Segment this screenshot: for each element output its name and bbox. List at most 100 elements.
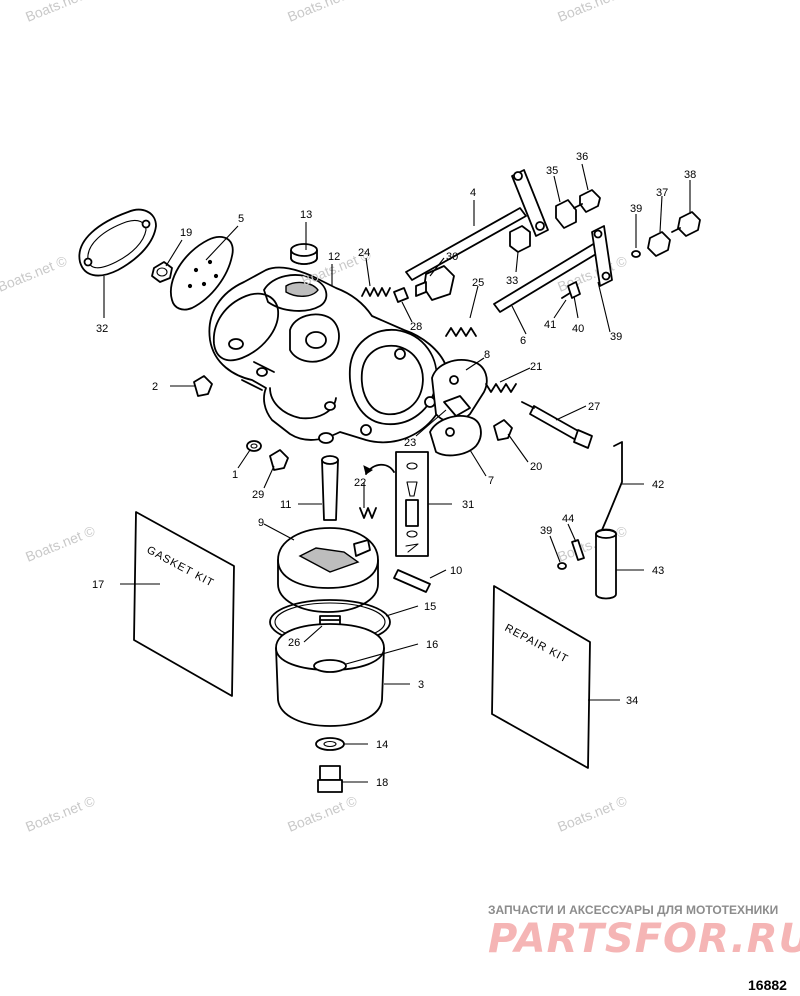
part-11-jet-tube [321,455,339,521]
part-23-bracket [443,395,471,417]
callout-30: 30 [446,251,458,263]
part-37-fitting [647,231,671,257]
document-number: 16882 [748,977,787,993]
part-5-diaphragm [170,235,234,311]
part-7-lever-plate [429,415,482,457]
callout-33: 33 [506,275,518,287]
part-9-float [277,527,379,613]
part-19-screw [151,261,173,283]
callout-15: 15 [424,601,436,613]
callout-35: 35 [546,165,558,177]
brand-subtitle: ЗАПЧАСТИ И АКСЕССУАРЫ ДЛЯ МОТОТЕХНИКИ [488,903,778,917]
callout-31: 31 [462,499,474,511]
callout-40: 40 [572,323,584,335]
part-10-pin [393,569,431,593]
part-39-washer [631,250,641,258]
callout-21: 21 [530,361,542,373]
callout-39: 39 [630,203,642,215]
callout-3: 3 [418,679,424,691]
callout-10: 10 [450,565,462,577]
part-3-float-bowl [275,623,385,727]
callout-32: 32 [96,323,108,335]
callout-38: 38 [684,169,696,181]
part-34-repair-kit: REPAIR KIT [491,585,591,769]
part-6-choke-shaft [493,225,613,313]
callout-19: 19 [180,227,192,239]
callout-37: 37 [656,187,668,199]
callout-29: 29 [252,489,264,501]
watermark: Boats.net © [0,252,70,295]
callout-18: 18 [376,777,388,789]
callout-13: 13 [300,209,312,221]
callout-1: 1 [232,469,238,481]
callout-26: 26 [288,637,300,649]
callout-28: 28 [410,321,422,333]
part-24-spring [361,287,391,297]
callout-7: 7 [488,475,494,487]
watermark: Boats.net © [23,522,98,565]
callout-14: 14 [376,739,388,751]
callout-11: 11 [280,499,291,511]
part-21-spring [485,383,517,393]
callout-44: 44 [562,513,574,525]
part-1-washer [246,440,262,452]
callout-numbers: 32 19 5 13 12 24 30 4 33 35 36 39 37 38 … [92,151,696,789]
watermark: Boats.net © [555,792,630,835]
watermark: Boats.net © [555,522,630,565]
callout-9: 9 [258,517,264,529]
part-17-gasket-kit: GASKET KIT [133,511,235,697]
callout-23: 23 [404,437,416,449]
brand-watermark: ЗАПЧАСТИ И АКСЕССУАРЫ ДЛЯ МОТОТЕХНИКИ PA… [488,903,800,962]
callout-4: 4 [470,187,476,199]
callout-22: 22 [354,477,366,489]
part-18-plug [317,765,343,793]
part-38-screw [671,211,701,237]
part-2-screw [193,375,213,397]
part-43-primer [595,528,617,600]
callout-12: 12 [328,251,340,263]
callout-39: 39 [610,331,622,343]
watermark: Boats.net © [23,792,98,835]
part-31-needle-kit [395,451,429,557]
callout-36: 36 [576,151,588,163]
part-42-wire [601,441,623,531]
callout-39: 39 [540,525,552,537]
part-33-nut [509,225,531,253]
callout-8: 8 [484,349,490,361]
callout-43: 43 [652,565,664,577]
callout-34: 34 [626,695,638,707]
callout-16: 16 [426,639,438,651]
part-39-washer [557,562,567,570]
callout-20: 20 [530,461,542,473]
part-40-clip [567,281,581,299]
callout-24: 24 [358,247,370,259]
part-28-clip [393,287,409,303]
part-36-screw [573,189,601,213]
callout-17: 17 [92,579,104,591]
watermark: Boats.net © [285,792,360,835]
part-29-screw [269,449,289,471]
callout-27: 27 [588,401,600,413]
part-13-plug [290,243,318,265]
part-20-screw [493,419,513,441]
part-14-washer [315,737,345,751]
part-22-spring [359,463,395,519]
watermark: Boats.net © [555,252,630,295]
part-27-needle-screw [521,401,593,449]
watermark: Boats.net © [555,0,630,25]
part-35-bushing [555,199,577,229]
callout-2: 2 [152,381,158,393]
callout-41: 41 [544,319,556,331]
watermark: Boats.net © [23,0,98,25]
brand-name: PARTSFOR.RU [488,916,800,962]
leader-lines [103,163,691,783]
part-4-throttle-shaft [405,169,549,281]
part-32-flange-gasket [78,208,157,277]
watermark: Boats.net © [285,0,360,25]
callout-5: 5 [238,213,244,225]
callout-25: 25 [472,277,484,289]
callout-6: 6 [520,335,526,347]
part-25-spring [445,327,477,337]
callout-42: 42 [652,479,664,491]
